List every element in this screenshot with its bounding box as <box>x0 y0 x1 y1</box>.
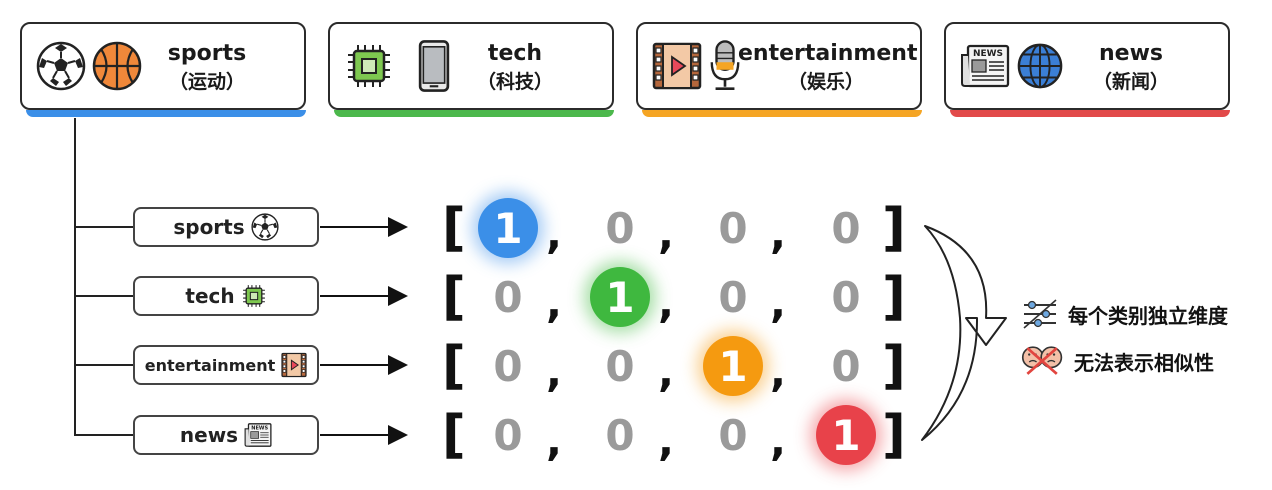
row-label-text: sports <box>173 215 245 239</box>
category-name-cn: （娱乐） <box>787 71 864 93</box>
comma: , <box>658 416 674 465</box>
category-name-en: news <box>1098 41 1163 66</box>
category-label: tech （科技） <box>450 40 580 96</box>
tree-trunk-line <box>74 118 76 436</box>
basketball-icon <box>92 41 142 91</box>
tree-branch-line <box>74 434 134 436</box>
curved-summary-arrow <box>921 225 1007 441</box>
globe-icon <box>1016 42 1064 90</box>
category-card-tech: tech （科技） <box>328 22 614 117</box>
smartphone-icon <box>418 38 450 94</box>
vector-cell: 0 <box>605 203 635 253</box>
crossed-faces-icon <box>1020 344 1066 378</box>
one-hot-vector-row: [ 0 , 1 , 0 , 0 ] <box>440 267 910 327</box>
row-label-text: news <box>179 423 239 447</box>
chip-icon <box>241 283 267 309</box>
category-label: entertainment （娱乐） <box>738 40 918 96</box>
comma: , <box>546 416 562 465</box>
vector-cell: 0 <box>493 272 523 322</box>
category-label: sports （运动） <box>142 40 272 96</box>
vector-cell: 0 <box>718 203 748 253</box>
vector-cell: 0 <box>605 410 635 460</box>
category-name-cn: （新闻） <box>1092 71 1169 93</box>
category-accent-bar <box>642 110 922 117</box>
comma: , <box>546 278 562 327</box>
bracket-left: [ <box>442 336 466 396</box>
category-name-en: sports <box>167 41 247 66</box>
bracket-right: ] <box>882 336 906 396</box>
film-icon <box>652 41 702 91</box>
row-label-sports: sports <box>133 207 319 247</box>
bracket-right: ] <box>882 198 906 258</box>
one-hot-vector-row: [ 0 , 0 , 0 , 1 ] <box>440 405 910 465</box>
vector-cell-hot: 1 <box>478 198 538 258</box>
comma: , <box>770 209 786 258</box>
category-name-en: entertainment <box>738 41 918 66</box>
sliders-icon <box>1020 298 1060 330</box>
comma: , <box>546 347 562 396</box>
comma: , <box>658 209 674 258</box>
row-label-text: tech <box>185 284 235 308</box>
comma: , <box>770 347 786 396</box>
vector-cell: 0 <box>831 341 861 391</box>
category-name-cn: （科技） <box>476 71 553 93</box>
bracket-left: [ <box>442 267 466 327</box>
category-label: news （新闻） <box>1066 40 1196 96</box>
vector-cell: 0 <box>718 410 748 460</box>
vector-cell: 0 <box>831 272 861 322</box>
vector-cell-hot: 1 <box>590 267 650 327</box>
vector-cell: 0 <box>718 272 748 322</box>
comma: , <box>658 347 674 396</box>
category-name-en: tech <box>487 41 543 66</box>
row-label-entertainment: entertainment <box>133 345 319 385</box>
tree-branch-line <box>74 295 134 297</box>
vector-cell: 0 <box>493 410 523 460</box>
vector-cell-hot: 1 <box>816 405 876 465</box>
note-independent-dimensions: 每个类别独立维度 <box>1020 298 1228 330</box>
note-no-similarity: 无法表示相似性 <box>1020 344 1214 378</box>
tree-branch-line <box>74 364 134 366</box>
row-label-news: news <box>133 415 319 455</box>
category-card-sports: sports （运动） <box>20 22 306 117</box>
one-hot-vector-row: [ 0 , 0 , 1 , 0 ] <box>440 336 910 396</box>
vector-cell-hot: 1 <box>703 336 763 396</box>
soccer-ball-icon <box>251 213 279 241</box>
soccer-ball-icon <box>36 41 86 91</box>
comma: , <box>770 416 786 465</box>
bracket-right: ] <box>882 267 906 327</box>
one-hot-vector-row: [ 1 , 0 , 0 , 0 ] <box>440 198 910 258</box>
row-label-tech: tech <box>133 276 319 316</box>
vector-cell: 0 <box>605 341 635 391</box>
vector-cell: 0 <box>493 341 523 391</box>
note-text: 无法表示相似性 <box>1074 350 1214 375</box>
microphone-icon <box>708 39 742 93</box>
category-accent-bar <box>950 110 1230 117</box>
tree-branch-line <box>74 226 134 228</box>
newspaper-icon <box>244 421 272 449</box>
row-label-text: entertainment <box>144 355 276 375</box>
bracket-left: [ <box>442 198 466 258</box>
category-accent-bar <box>26 110 306 117</box>
chip-icon <box>344 41 394 91</box>
newspaper-icon <box>960 41 1010 91</box>
comma: , <box>658 278 674 327</box>
bracket-right: ] <box>882 405 906 465</box>
comma: , <box>770 278 786 327</box>
note-text: 每个类别独立维度 <box>1068 303 1228 328</box>
category-accent-bar <box>334 110 614 117</box>
comma: , <box>546 209 562 258</box>
bracket-left: [ <box>442 405 466 465</box>
vector-cell: 0 <box>831 203 861 253</box>
category-card-news: news （新闻） <box>944 22 1230 117</box>
category-name-cn: （运动） <box>168 71 245 93</box>
film-icon <box>281 352 307 378</box>
category-card-entertainment: entertainment （娱乐） <box>636 22 922 117</box>
